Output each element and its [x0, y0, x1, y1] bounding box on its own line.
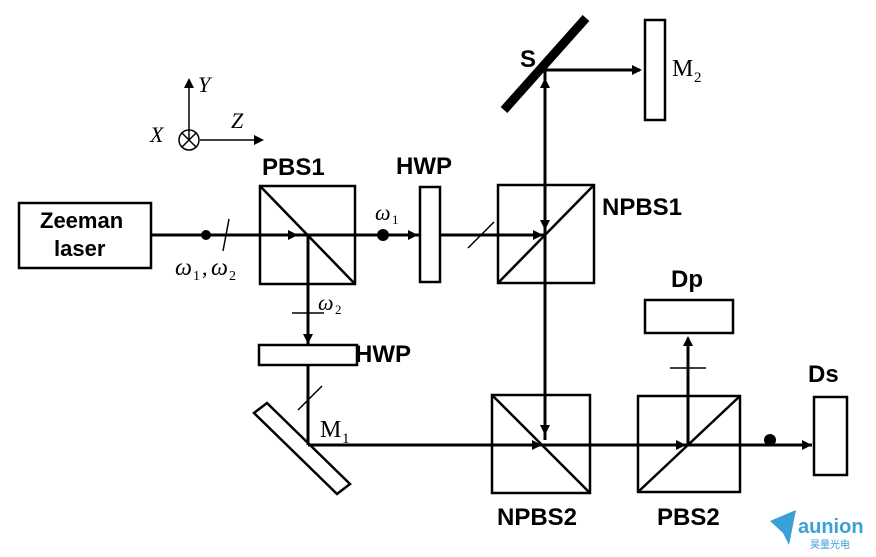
m2-mirror: M 2	[643, 18, 702, 122]
s-mirror: S	[500, 15, 590, 113]
hwp-top: HWP	[396, 153, 452, 284]
omega-symbol-b: ω	[211, 255, 228, 281]
logo-subtext: 昊量光电	[810, 538, 850, 551]
ds-dot	[764, 434, 776, 446]
polarization-dot	[201, 230, 211, 240]
aunion-logo: aunion 昊量光电	[770, 510, 864, 551]
omega2-symbol: ω	[318, 290, 334, 315]
pbs2: PBS2	[636, 394, 742, 531]
npbs1-cube	[496, 183, 596, 285]
hwp-top-label: HWP	[396, 153, 452, 180]
z-axis-label: Z	[231, 108, 244, 133]
omega-sub-b: 2	[229, 269, 236, 284]
pbs1-cube	[258, 184, 357, 286]
omega-comma: ,	[202, 255, 208, 280]
m1-label: M	[320, 417, 341, 443]
beam-paths	[151, 65, 812, 450]
omega-sub-a: 1	[193, 269, 200, 284]
npbs2-label: NPBS2	[497, 504, 577, 531]
hwp-top-plate	[418, 185, 442, 284]
s-mirror-plate	[500, 15, 590, 113]
hwp-bottom-plate	[257, 343, 359, 367]
pbs2-label: PBS2	[657, 504, 720, 531]
m1-mirror: M 1	[252, 401, 352, 496]
omega1-dot	[377, 229, 389, 241]
omega2-sub: 2	[335, 302, 342, 317]
zeeman-laser: Zeeman laser	[17, 201, 153, 270]
s-label: S	[520, 46, 536, 73]
m2-plate	[643, 18, 667, 122]
dp-box	[643, 298, 735, 335]
laser-label-line1: Zeeman	[40, 208, 123, 233]
y-axis-label: Y	[198, 72, 213, 97]
logo-mark-icon	[770, 510, 796, 545]
x-axis-label: X	[149, 122, 165, 147]
hwp-bottom: HWP	[257, 341, 411, 368]
m2-subscript: 2	[694, 70, 702, 86]
dp-detector: Dp	[643, 266, 735, 335]
omega1-symbol: ω	[375, 200, 391, 225]
polarization-slash-1	[467, 221, 495, 249]
ds-detector: Ds	[808, 361, 849, 477]
x-axis-symbol	[178, 129, 200, 151]
m1-subscript: 1	[342, 431, 350, 447]
hwp-bottom-label: HWP	[355, 341, 411, 368]
omega1-sub: 1	[392, 212, 399, 227]
m2-label: M	[672, 56, 693, 82]
pbs2-cube	[636, 394, 742, 494]
npbs1-label: NPBS1	[602, 194, 682, 221]
ds-box	[812, 395, 849, 477]
npbs2-cube	[490, 393, 592, 495]
npbs2: NPBS2	[490, 393, 592, 531]
polarization-slash-2	[297, 385, 323, 411]
laser-label-line2: laser	[54, 236, 106, 261]
dp-label: Dp	[671, 266, 703, 293]
logo-name: aunion	[798, 516, 864, 538]
polarization-tick	[222, 218, 230, 252]
omega1-omega2-label: ω 1 , ω 2	[175, 255, 236, 284]
m1-plate	[252, 401, 352, 496]
omega2-label: ω 2	[318, 290, 342, 317]
npbs1: NPBS1	[496, 183, 682, 285]
pbs1: PBS1	[258, 154, 357, 286]
coordinate-axes: Y Z X	[149, 72, 264, 151]
omega1-label: ω 1	[375, 200, 399, 227]
ds-label: Ds	[808, 361, 839, 388]
omega-symbol-a: ω	[175, 255, 192, 281]
pbs1-label: PBS1	[262, 154, 325, 181]
